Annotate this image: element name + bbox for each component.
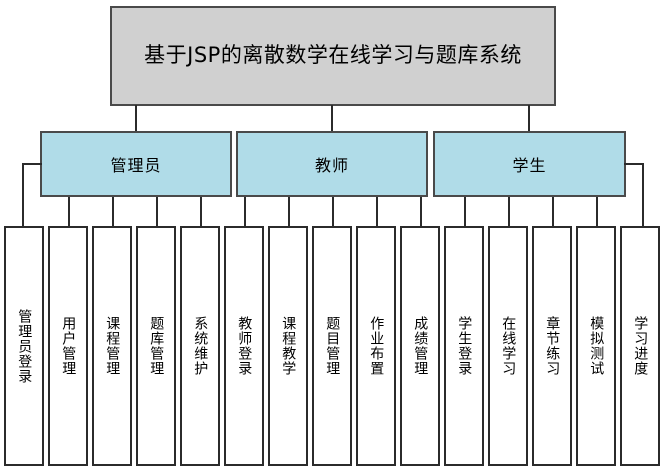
leaf-node-label: 成绩管理	[412, 316, 429, 376]
connector-student-to-leaf-2	[508, 197, 510, 227]
leaf-node-homework-assignment: 作业布置	[356, 226, 396, 466]
leaf-node-label: 教师登录	[236, 316, 253, 376]
connector-student-to-leaf-1	[464, 197, 466, 227]
leaf-node-system-maintenance: 系统维护	[180, 226, 220, 466]
leaf-node-question-bank-management: 题库管理	[136, 226, 176, 466]
leaf-node-online-learning: 在线学习	[488, 226, 528, 466]
connector-student-right-bracket-v	[642, 163, 644, 228]
leaf-node-score-management: 成绩管理	[400, 226, 440, 466]
role-node-admin: 管理员	[40, 131, 232, 197]
connector-admin-left-bracket-v	[22, 163, 24, 228]
leaf-node-course-management: 课程管理	[92, 226, 132, 466]
connector-admin-to-leaf-2	[68, 197, 70, 227]
leaf-node-label: 用户管理	[60, 316, 77, 376]
leaf-node-label: 课程教学	[280, 316, 297, 376]
role-node-teacher: 教师	[236, 131, 428, 197]
role-node-student-label: 学生	[512, 156, 547, 175]
connector-teacher-to-leaf-2	[288, 197, 290, 227]
role-node-teacher-label: 教师	[314, 156, 349, 175]
connector-student-to-leaf-3	[552, 197, 554, 227]
leaf-node-label: 模拟测试	[588, 316, 605, 376]
leaf-node-label: 系统维护	[192, 316, 209, 376]
connector-admin-to-leaf-5	[200, 197, 202, 227]
connector-teacher-to-leaf-4	[376, 197, 378, 227]
role-node-admin-label: 管理员	[110, 156, 162, 175]
leaf-node-learning-progress: 学习进度	[620, 226, 660, 466]
connector-root-to-student	[528, 105, 530, 132]
connector-admin-left-bracket-h	[22, 163, 42, 165]
leaf-node-chapter-exercise: 章节练习	[532, 226, 572, 466]
leaf-node-label: 课程管理	[104, 316, 121, 376]
role-node-student: 学生	[433, 131, 626, 197]
connector-teacher-to-leaf-1	[244, 197, 246, 227]
leaf-node-label: 题目管理	[324, 316, 341, 376]
connector-teacher-to-leaf-3	[332, 197, 334, 227]
connector-student-to-leaf-4	[596, 197, 598, 227]
connector-root-to-teacher	[331, 105, 333, 132]
connector-admin-to-leaf-4	[156, 197, 158, 227]
leaf-node-user-management: 用户管理	[48, 226, 88, 466]
leaf-node-label: 作业布置	[368, 316, 385, 376]
connector-teacher-to-leaf-5	[420, 197, 422, 227]
connector-root-to-admin	[135, 105, 137, 132]
leaf-node-label: 题库管理	[148, 316, 165, 376]
root-node-label: 基于JSP的离散数学在线学习与题库系统	[144, 43, 522, 68]
leaf-node-course-teaching: 课程教学	[268, 226, 308, 466]
leaf-node-label: 在线学习	[500, 316, 517, 376]
leaf-node-teacher-login: 教师登录	[224, 226, 264, 466]
leaf-node-label: 管理员登录	[16, 308, 33, 384]
leaf-node-admin-login: 管理员登录	[4, 226, 44, 466]
leaf-node-label: 学生登录	[456, 316, 473, 376]
leaf-node-student-login: 学生登录	[444, 226, 484, 466]
leaf-node-label: 学习进度	[632, 316, 649, 376]
leaf-node-question-management: 题目管理	[312, 226, 352, 466]
connector-student-right-bracket-h	[624, 163, 644, 165]
root-node-system-title: 基于JSP的离散数学在线学习与题库系统	[110, 6, 556, 106]
connector-admin-to-leaf-3	[112, 197, 114, 227]
leaf-node-mock-test: 模拟测试	[576, 226, 616, 466]
leaf-node-label: 章节练习	[544, 316, 561, 376]
